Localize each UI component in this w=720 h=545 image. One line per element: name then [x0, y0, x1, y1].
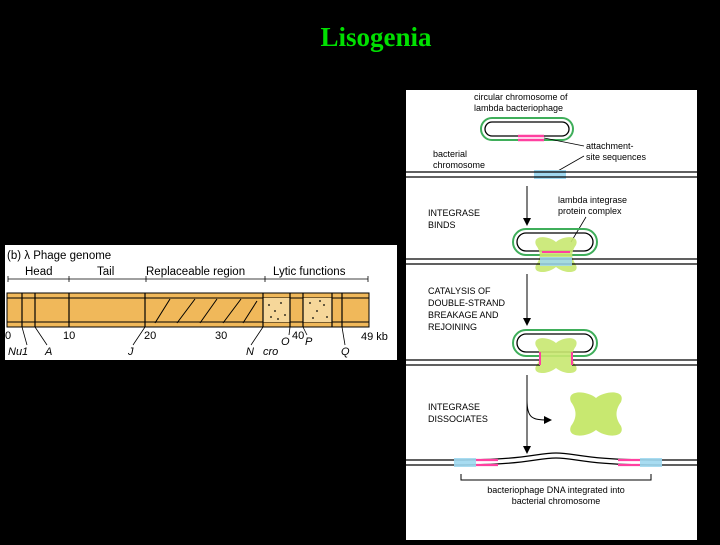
- genome-bar: [6, 292, 370, 328]
- scale-0: 0: [5, 330, 11, 342]
- label-attachment-2: site sequences: [586, 152, 647, 162]
- phage-genome-panel: (b) λ Phage genome Head Tail Replaceable…: [5, 245, 397, 360]
- label-integrated-1: bacteriophage DNA integrated into: [487, 485, 625, 495]
- scale-30: 30: [215, 330, 227, 342]
- dissociation-arrow: [526, 399, 552, 424]
- step-1-line-2: BINDS: [428, 220, 456, 230]
- region-label-head: Head: [25, 266, 53, 278]
- label-attachment-1: attachment-: [586, 141, 634, 151]
- region-label-lytic: Lytic functions: [273, 266, 346, 278]
- gene-j: J: [127, 346, 134, 358]
- gene-p: P: [305, 336, 313, 348]
- step-2-line-3: BREAKAGE AND: [428, 310, 499, 320]
- phage-circle-1: [480, 117, 574, 142]
- genome-heading: (b) λ Phage genome: [7, 250, 111, 262]
- gene-q: Q: [341, 346, 350, 358]
- label-integrase-complex-2: protein complex: [558, 206, 622, 216]
- integrase-binding-figure: [406, 228, 697, 273]
- step-2-line-2: DOUBLE-STRAND: [428, 298, 506, 308]
- gene-leader-lines: [21, 326, 346, 346]
- strand-exchange-figure: [406, 329, 697, 374]
- scale-49kb: 49 kb: [361, 331, 388, 343]
- gene-o: O: [281, 336, 290, 348]
- gene-a: A: [44, 346, 52, 358]
- step-3-line-2: DISSOCIATES: [428, 414, 488, 424]
- region-brackets: [7, 276, 369, 282]
- gene-nu1: Nu1: [8, 346, 28, 358]
- label-circular-chromosome-1: circular chromosome of: [474, 92, 568, 102]
- region-label-tail: Tail: [97, 266, 114, 278]
- label-circular-chromosome-2: lambda bacteriophage: [474, 103, 563, 113]
- bacterial-chromosome-1: [406, 170, 697, 179]
- integrated-chromosome: [406, 452, 697, 467]
- region-label-replaceable: Replaceable region: [146, 266, 245, 278]
- scale-40: 40: [292, 330, 304, 342]
- step-1-line-1: INTEGRASE: [428, 208, 480, 218]
- free-integrase: [570, 392, 622, 436]
- label-integrase-complex-1: lambda integrase: [558, 195, 627, 205]
- integrated-bracket: [460, 474, 652, 481]
- label-integrated-2: bacterial chromosome: [512, 496, 601, 506]
- step-2-line-1: CATALYSIS OF: [428, 286, 491, 296]
- step-3-line-1: INTEGRASE: [428, 402, 480, 412]
- step-2-line-4: REJOINING: [428, 322, 477, 332]
- scale-20: 20: [144, 330, 156, 342]
- gene-cro: cro: [263, 346, 278, 358]
- label-bacterial-chromosome-2: chromosome: [433, 160, 485, 170]
- attachment-pointers: [543, 137, 585, 173]
- scale-10: 10: [63, 330, 75, 342]
- integration-diagram-panel: circular chromosome of lambda bacterioph…: [406, 90, 697, 540]
- page-title: Lisogenia: [320, 22, 432, 52]
- label-bacterial-chromosome-1: bacterial: [433, 149, 467, 159]
- gene-n: N: [246, 346, 254, 358]
